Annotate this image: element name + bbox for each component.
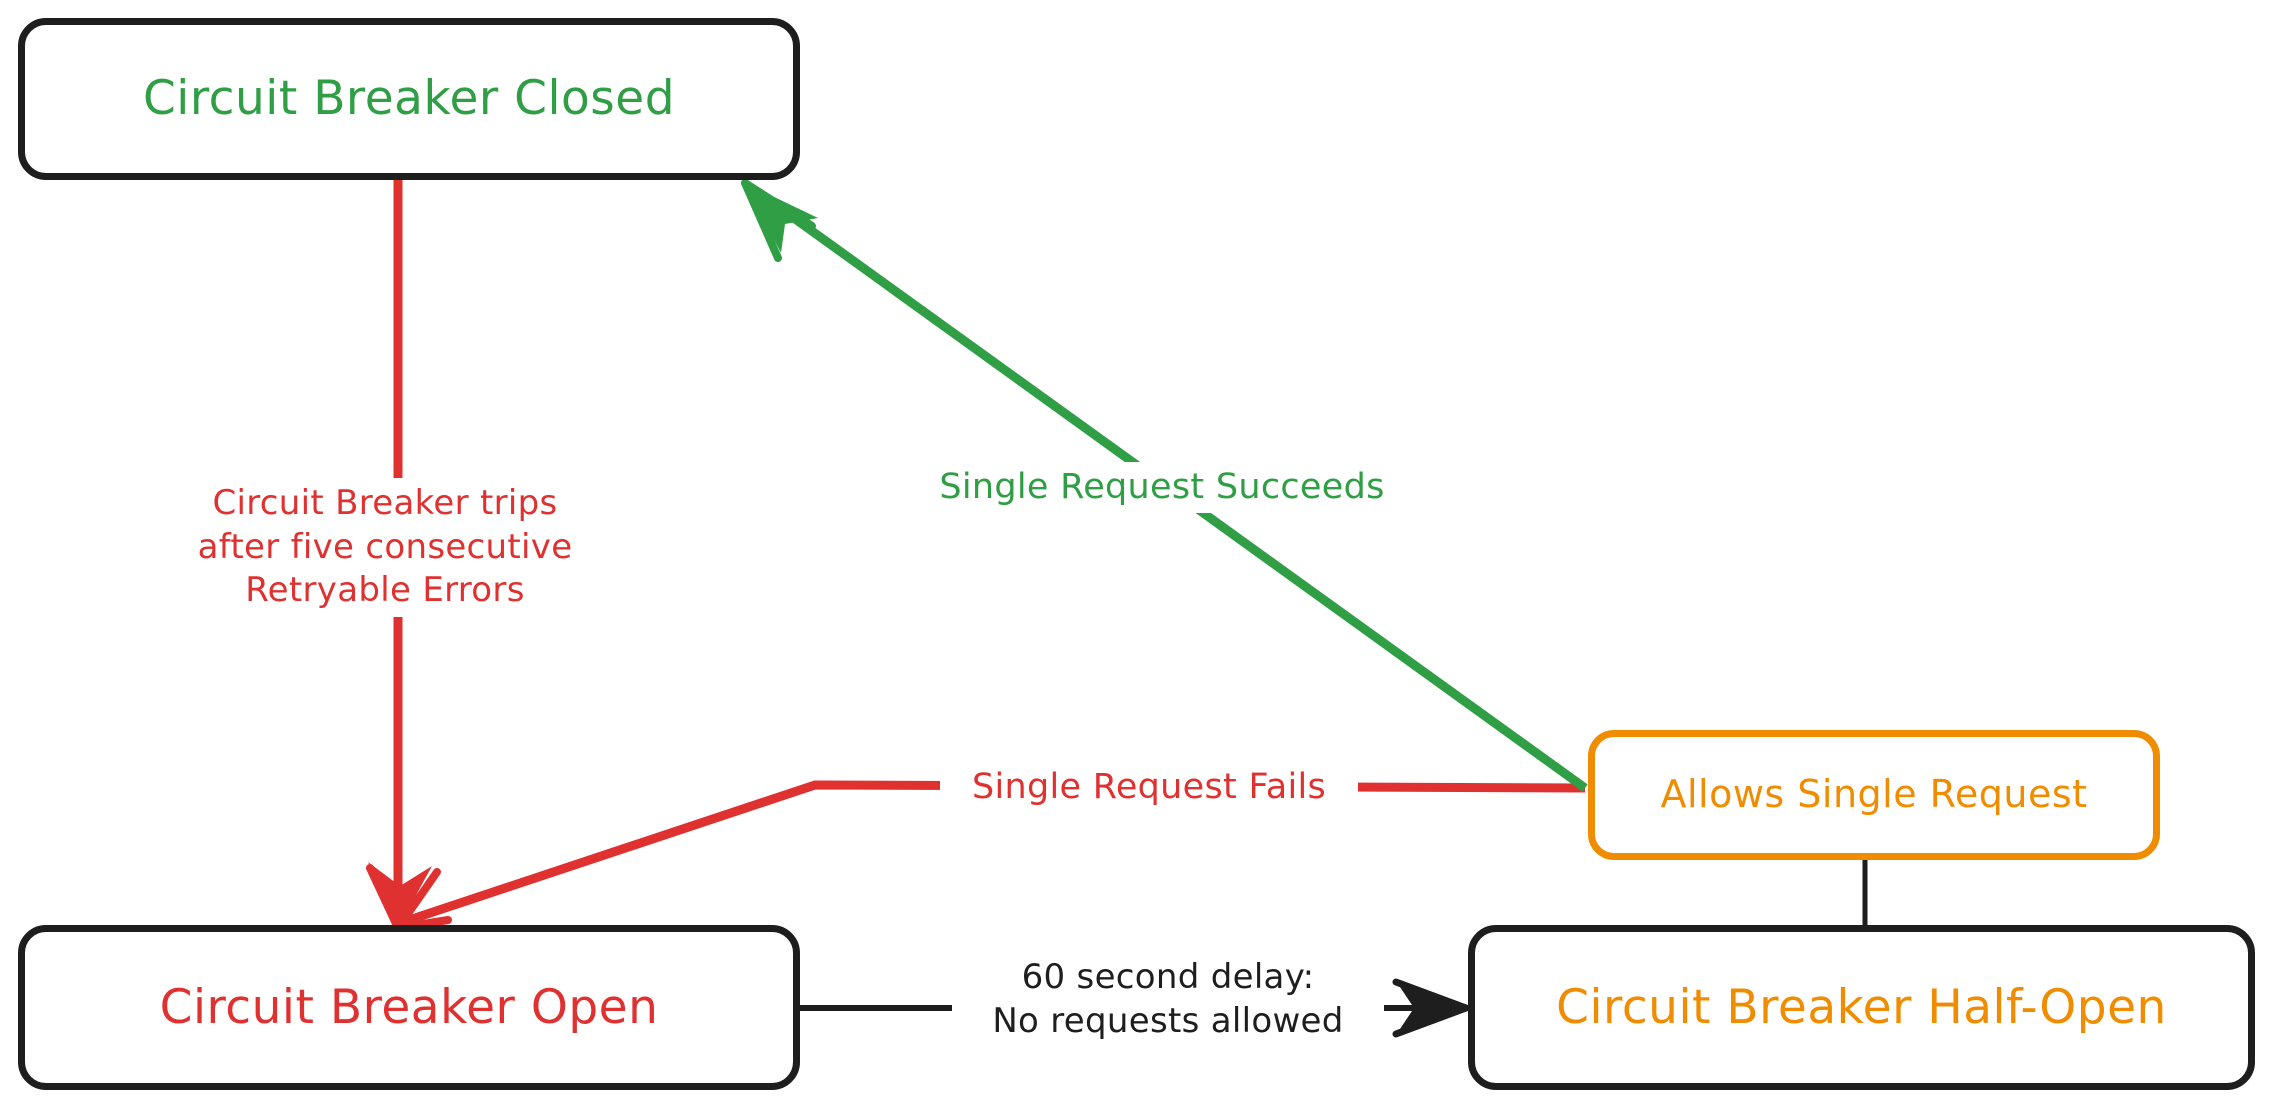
edge-label-open-to-halfopen: 60 second delay: No requests allowed	[952, 953, 1384, 1047]
node-circuit-breaker-open-label: Circuit Breaker Open	[159, 979, 659, 1035]
node-allows-single-request-label: Allows Single Request	[1660, 772, 2088, 817]
node-circuit-breaker-open[interactable]: Circuit Breaker Open	[18, 925, 800, 1090]
edge-label-line: Circuit Breaker trips	[212, 483, 558, 523]
arrowhead-black-halfopen	[1398, 984, 1466, 1032]
edge-label-line: No requests allowed	[992, 1000, 1344, 1041]
node-circuit-breaker-closed-label: Circuit Breaker Closed	[142, 71, 676, 127]
node-circuit-breaker-half-open[interactable]: Circuit Breaker Half-Open	[1468, 925, 2255, 1090]
edge-label-closed-to-open: Circuit Breaker trips after five consecu…	[168, 478, 602, 617]
node-circuit-breaker-half-open-label: Circuit Breaker Half-Open	[1556, 979, 2167, 1035]
edge-label-allows-to-closed: Single Request Succeeds	[906, 462, 1418, 513]
edge-label-line: 60 second delay:	[1021, 957, 1315, 997]
edge-label-line: Single Request Succeeds	[939, 467, 1385, 507]
arrowhead-green-closed	[745, 183, 818, 253]
edge-label-line: after five consecutive	[197, 526, 573, 567]
edge-label-line: Retryable Errors	[245, 570, 525, 611]
edge-label-allows-to-open: Single Request Fails	[940, 762, 1358, 813]
node-circuit-breaker-closed[interactable]: Circuit Breaker Closed	[18, 18, 800, 180]
edge-red-arrowhead	[366, 862, 452, 932]
arrowhead-red-open	[368, 862, 432, 928]
node-allows-single-request[interactable]: Allows Single Request	[1588, 730, 2160, 860]
edge-label-line: Single Request Fails	[971, 767, 1327, 807]
